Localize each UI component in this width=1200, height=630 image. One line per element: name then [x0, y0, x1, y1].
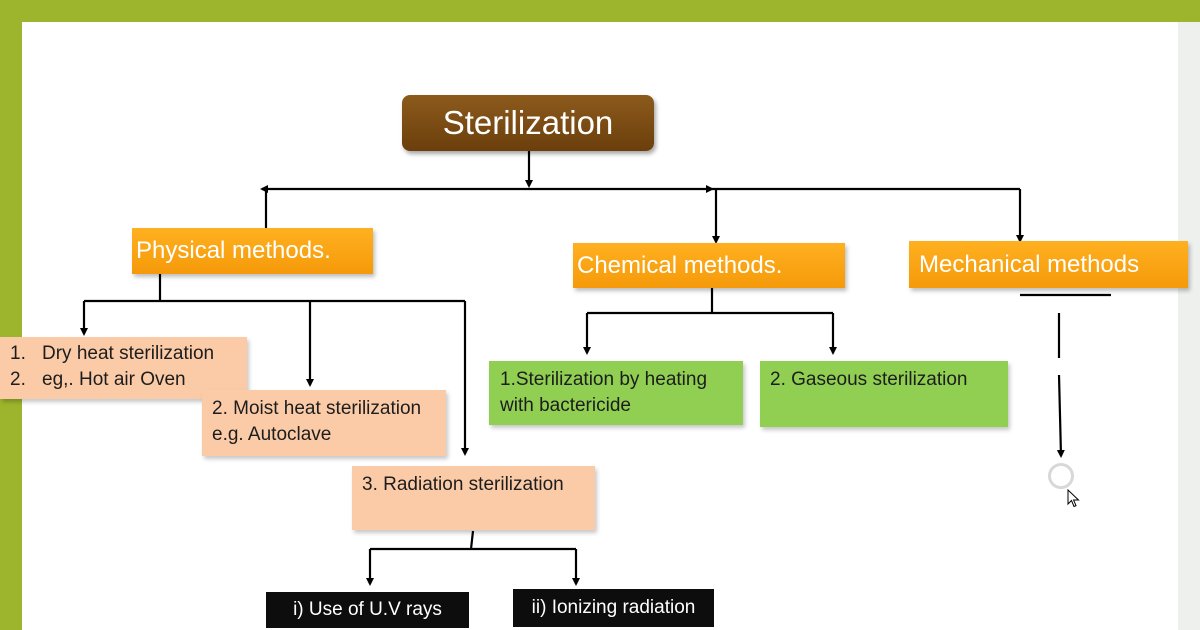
dry-heat-text-2: eg,. Hot air Oven: [42, 369, 186, 390]
mouse-cursor-icon: [1067, 489, 1080, 508]
slide-right-edge: [1178, 22, 1200, 630]
moist-heat-box: 2. Moist heat sterilization e.g. Autocla…: [202, 390, 446, 456]
radiation-line-1: 3. Radiation sterilization: [362, 474, 564, 495]
chemical-methods-label: Chemical methods.: [577, 251, 783, 279]
physical-methods-box: Physical methods.: [132, 228, 373, 274]
heating-line-1: 1.Sterilization by heating: [500, 369, 708, 390]
title-text: Sterilization: [442, 104, 614, 141]
dry-heat-num-1: 1.: [10, 343, 26, 364]
dry-heat-num-2: 2.: [10, 369, 26, 390]
title-box: Sterilization: [402, 95, 654, 151]
connector-mechanical-down: [1056, 374, 1065, 458]
radiation-box: 3. Radiation sterilization: [352, 466, 595, 530]
moist-heat-line-2: e.g. Autoclave: [212, 424, 332, 445]
heating-line-2: with bactericide: [500, 395, 631, 416]
moist-heat-line-1: 2. Moist heat sterilization: [212, 398, 422, 419]
heating-bactericide-box: 1.Sterilization by heating with bacteric…: [489, 361, 743, 425]
gaseous-box: 2. Gaseous sterilization: [760, 361, 1008, 427]
mechanical-methods-label: Mechanical methods: [919, 250, 1140, 278]
uv-rays-box: i) Use of U.V rays: [266, 592, 469, 628]
uv-rays-label: i) Use of U.V rays: [293, 599, 442, 620]
connector-radiation-down: [469, 530, 475, 550]
gaseous-line-1: 2. Gaseous sterilization: [770, 369, 968, 390]
ionizing-radiation-box: ii) Ionizing radiation: [513, 589, 714, 627]
ionizing-radiation-label: ii) Ionizing radiation: [531, 597, 696, 618]
dry-heat-text-1: Dry heat sterilization: [42, 343, 215, 364]
dry-heat-line-1: 1. Dry heat sterilization: [10, 341, 247, 367]
physical-methods-label: Physical methods.: [136, 237, 331, 264]
dry-heat-box: 1. Dry heat sterilization 2. eg,. Hot ai…: [0, 337, 247, 399]
dry-heat-line-2: 2. eg,. Hot air Oven: [10, 367, 247, 393]
mechanical-methods-box: Mechanical methods: [909, 241, 1188, 288]
chemical-methods-box: Chemical methods.: [573, 243, 845, 288]
loading-circle-icon: [1048, 463, 1074, 489]
